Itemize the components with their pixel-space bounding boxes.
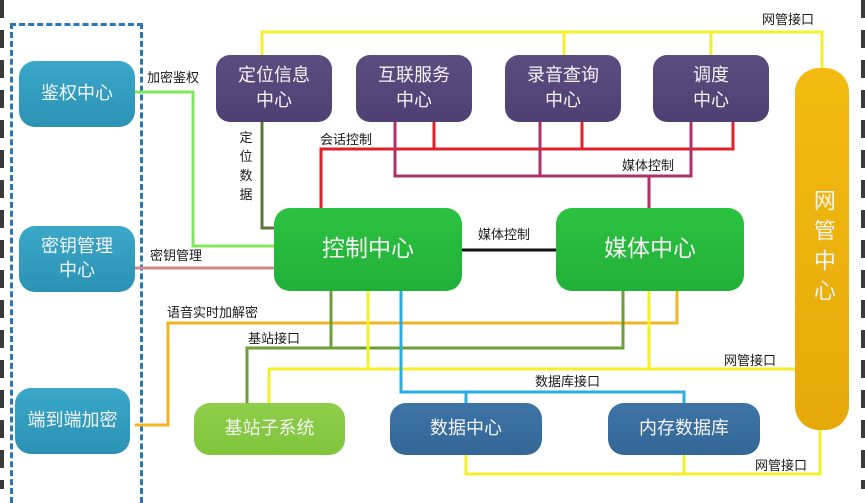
label-location-data: 定位数据 [239, 131, 253, 203]
label-nms-interface-top: 网管接口 [762, 13, 815, 28]
wire-segment [135, 290, 679, 427]
wire-nms-mid [267, 290, 796, 404]
wire-location-data [260, 122, 276, 230]
wire-encryption-auth [135, 90, 276, 248]
node-control-center[interactable]: 控制中心 [274, 208, 462, 291]
connection-lines [135, 30, 824, 476]
label-key-management: 密钥管理 [150, 249, 203, 264]
wire-session-control [319, 120, 735, 208]
node-e2e-encryption[interactable]: 端到端加密 [15, 388, 130, 454]
security-zone-boundary [10, 23, 143, 503]
node-interconnect-center[interactable]: 互联服务 中心 [356, 55, 472, 122]
node-memory-database[interactable]: 内存数据库 [608, 403, 760, 455]
node-recording-query-center[interactable]: 录音查询 中心 [505, 55, 621, 122]
label-session-control: 会话控制 [320, 133, 373, 148]
wire-segment [260, 30, 824, 70]
node-location-center[interactable]: 定位信息 中心 [216, 55, 332, 122]
node-dispatch-center[interactable]: 调度 中心 [653, 55, 769, 122]
node-base-station-subsystem[interactable]: 基站子系统 [194, 403, 345, 455]
left-border-dashes [0, 0, 4, 489]
label-media-control-top: 媒体控制 [622, 159, 675, 174]
node-auth-center[interactable]: 鉴权中心 [19, 61, 135, 127]
wire-voice-crypto [135, 290, 679, 427]
label-encryption-auth: 加密鉴权 [147, 71, 200, 86]
wire-media-control [393, 120, 693, 210]
label-nms-interface-bottom: 网管接口 [755, 459, 808, 474]
node-nms-center[interactable]: 网管中心 [795, 68, 849, 430]
node-data-center[interactable]: 数据中心 [390, 403, 542, 455]
wire-nms-top [260, 30, 824, 70]
node-key-mgmt-center[interactable]: 密钥管理 中心 [19, 226, 135, 292]
label-voice-crypto: 语音实时加解密 [167, 306, 259, 321]
wire-base-station [245, 290, 625, 404]
wire-segment [399, 290, 686, 404]
right-border-dashes [861, 0, 865, 489]
wire-segment [393, 120, 693, 178]
wire-nms-bottom [464, 430, 822, 476]
label-nms-interface-mid: 网管接口 [724, 354, 777, 369]
label-media-control-mid: 媒体控制 [478, 228, 531, 243]
node-media-center[interactable]: 媒体中心 [556, 208, 744, 291]
label-database-interface: 数据库接口 [535, 375, 601, 390]
wire-segment [267, 367, 796, 404]
label-base-station-interface: 基站接口 [248, 332, 301, 347]
wire-segment [319, 120, 735, 208]
wire-segment [464, 430, 822, 476]
wire-database [399, 290, 686, 404]
wire-segment [245, 290, 625, 404]
